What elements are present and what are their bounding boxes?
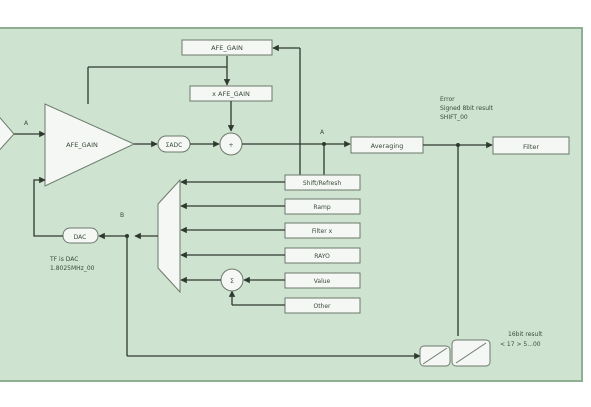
error-text-line1: Error <box>440 96 455 103</box>
result-text-line1: 16bit result <box>508 331 543 338</box>
label-b-node: B <box>120 212 124 219</box>
error-text-line3: SHIFT_00 <box>440 114 468 121</box>
filter-label: Filter <box>523 143 539 151</box>
afe-gain-box <box>181 39 273 56</box>
mux-input-label-5: Other <box>313 303 331 310</box>
dac-label: DAC <box>74 234 87 241</box>
adc-label: ΣADC <box>166 142 183 149</box>
mux-input-label-4: Value <box>314 278 331 285</box>
result-block-1-slash <box>422 347 448 365</box>
label-a-node: A <box>320 129 325 136</box>
afe-gain2-label: x AFE_GAIN <box>212 90 250 98</box>
dac-text-line2: 1.8025MHz_00 <box>50 265 95 272</box>
error-text-line2: Signed 8bit result <box>440 105 494 112</box>
mux-input-label-0: Shift/Refresh <box>303 180 342 187</box>
result-block-2-slash <box>455 342 487 364</box>
multiplexer-shape <box>157 178 181 294</box>
result-text-line2: < 17 > 5...00 <box>500 341 541 348</box>
amplifier-label: AFE_GAIN <box>66 141 98 149</box>
afe-gain-label: AFE_GAIN <box>211 44 243 52</box>
mux-input-label-1: Ramp <box>313 204 331 211</box>
wire-dac-to-amp <box>33 176 63 237</box>
mux-input-label-3: RAYO <box>314 253 330 260</box>
mux-input-label-2: Filter x <box>312 228 333 235</box>
amplifier-shape <box>44 103 136 187</box>
filter-box <box>492 136 570 155</box>
sum-label: + <box>228 142 233 149</box>
averaging-label: Averaging <box>371 142 404 150</box>
label-a-left: A <box>24 120 29 127</box>
shift-label: Σ <box>230 278 234 285</box>
dac-text-line1: TF is DAC <box>49 256 78 263</box>
